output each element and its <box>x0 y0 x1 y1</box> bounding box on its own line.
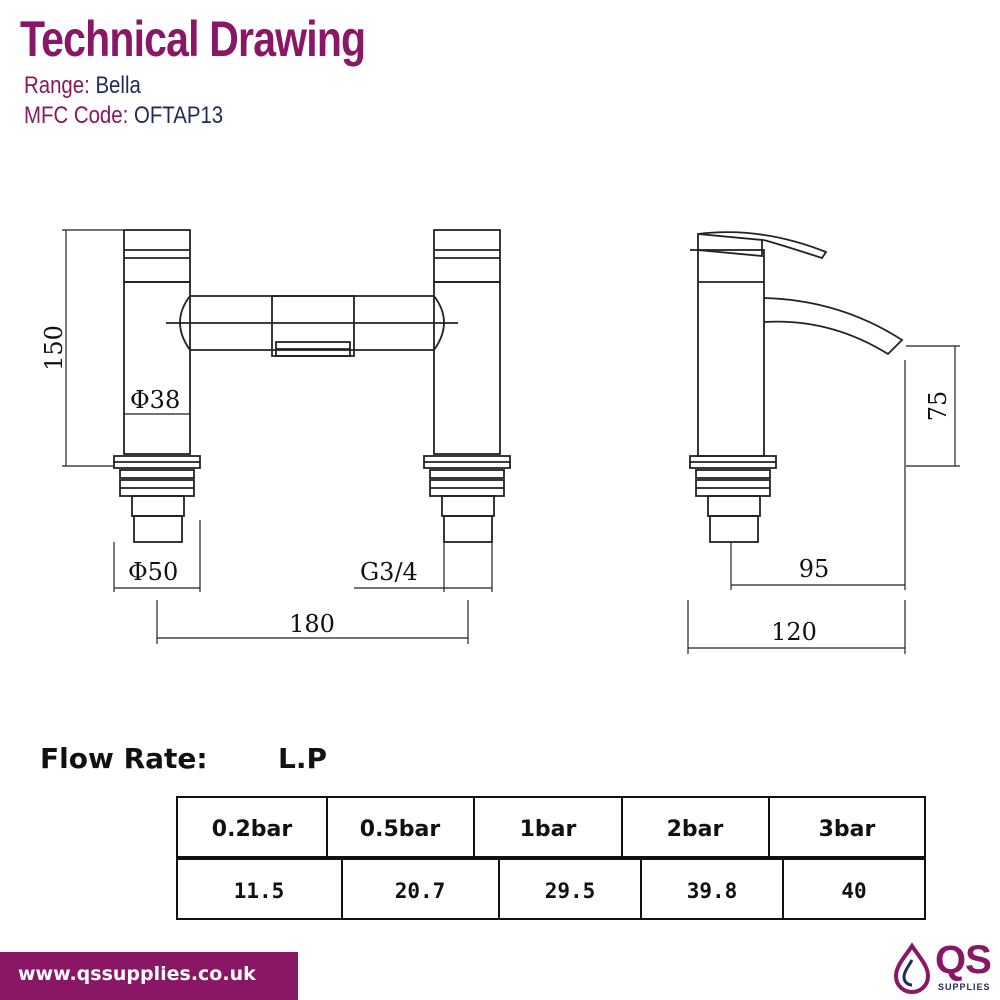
flow-header-cell: 0.5bar <box>360 817 441 842</box>
range-label: Range: <box>24 72 90 99</box>
range-value: Bella <box>95 72 141 99</box>
flow-header-cell: 0.2bar <box>212 817 293 842</box>
flow-pressure-label: L.P <box>278 742 327 775</box>
flow-header-cell: 2bar <box>667 817 724 842</box>
dim-base-diameter-label: Φ50 <box>128 558 178 586</box>
dim-overall-depth-label: 120 <box>771 618 817 646</box>
range-line: Range: Bella <box>24 72 141 100</box>
dim-thread-label: G3/4 <box>360 558 418 586</box>
flow-value-cell: 29.5 <box>545 879 596 903</box>
dim-spout-reach-label: 95 <box>799 555 830 583</box>
dim-centres-label: 180 <box>289 610 335 638</box>
side-view <box>689 231 904 543</box>
front-view <box>113 229 511 543</box>
logo-text: QS <box>935 938 992 982</box>
qs-droplet-logo-icon <box>893 942 931 995</box>
footer-url-link[interactable]: www.qssupplies.co.uk <box>18 963 256 985</box>
code-line: MFC Code: OFTAP13 <box>24 102 223 130</box>
flow-table-headers: 0.2bar 0.5bar 1bar 2bar 3bar <box>212 817 876 842</box>
dim-spout-height-label: 75 <box>924 391 952 422</box>
dim-body-diameter-label: Φ38 <box>130 386 180 414</box>
dim-height-label: 150 <box>40 325 68 371</box>
flow-table <box>176 796 926 920</box>
flow-header-cell: 3bar <box>819 817 876 842</box>
flow-value-cell: 11.5 <box>234 879 285 903</box>
page-title: Technical Drawing <box>20 11 366 67</box>
flow-header-cell: 1bar <box>520 817 577 842</box>
flow-rate-label: Flow Rate: <box>40 742 208 775</box>
logo-subtext: SUPPLIES <box>938 982 991 992</box>
footer-url-bar[interactable]: www.qssupplies.co.uk <box>0 952 298 1000</box>
flow-table-values: 11.5 20.7 29.5 39.8 40 <box>234 879 867 903</box>
flow-value-cell: 20.7 <box>395 879 446 903</box>
code-label: MFC Code: <box>24 102 129 129</box>
flow-value-cell: 39.8 <box>687 879 738 903</box>
flow-value-cell: 40 <box>841 879 866 903</box>
code-value: OFTAP13 <box>133 102 224 129</box>
flow-rate-heading: Flow Rate: L.P <box>40 742 327 775</box>
